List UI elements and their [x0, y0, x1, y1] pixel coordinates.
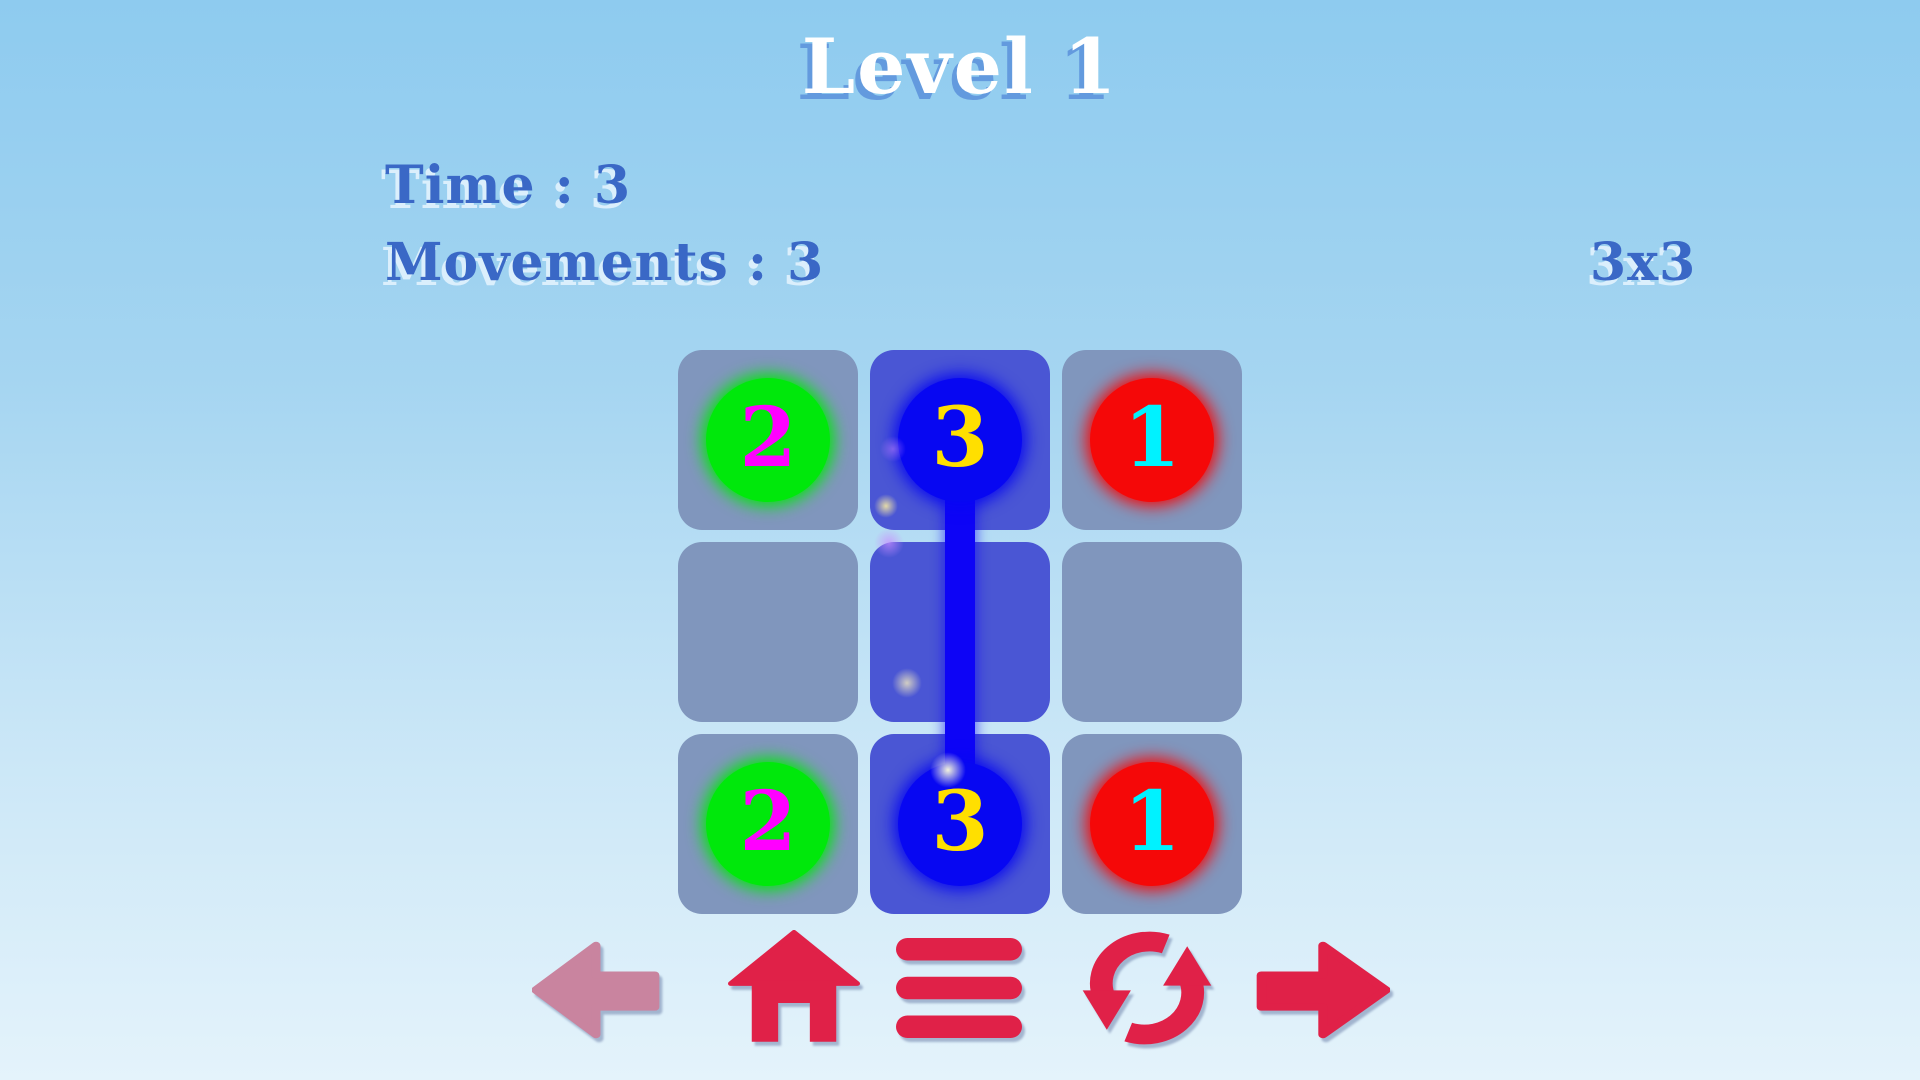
board-cell-r0c1[interactable]: 3: [870, 350, 1050, 530]
time-separator: :: [535, 155, 594, 216]
dot-number: 3: [931, 390, 989, 486]
board-cell-r2c2[interactable]: 1: [1062, 734, 1242, 914]
board-cell-r2c0[interactable]: 2: [678, 734, 858, 914]
bottom-toolbar: [0, 930, 1920, 1050]
restart-button[interactable]: [1080, 930, 1214, 1046]
board-cell-r1c0[interactable]: [678, 542, 858, 722]
movements-stat: Movements : 3: [385, 232, 824, 293]
dot-number: 2: [739, 774, 797, 870]
back-button[interactable]: [532, 937, 660, 1043]
menu-icon: [896, 938, 1022, 1038]
red-dot[interactable]: 1: [1090, 378, 1214, 502]
movements-label: Movements: [385, 232, 729, 293]
movements-value: 3: [787, 232, 825, 293]
board-cell-r0c2[interactable]: 1: [1062, 350, 1242, 530]
blue-dot[interactable]: 3: [898, 762, 1022, 886]
arrow-left-icon: [532, 937, 660, 1043]
board-cell-r1c2[interactable]: [1062, 542, 1242, 722]
home-button[interactable]: [728, 930, 860, 1044]
movements-separator: :: [728, 232, 788, 293]
level-title: Level 1: [801, 22, 1119, 111]
arrow-right-icon: [1256, 937, 1390, 1043]
dot-number: 2: [739, 390, 797, 486]
time-stat: Time : 3: [385, 155, 631, 216]
refresh-icon: [1080, 930, 1214, 1046]
time-value: 3: [593, 155, 632, 216]
next-button[interactable]: [1256, 937, 1390, 1043]
levels-menu-button[interactable]: [896, 938, 1022, 1038]
blue-dot[interactable]: 3: [898, 378, 1022, 502]
red-dot[interactable]: 1: [1090, 762, 1214, 886]
green-dot[interactable]: 2: [706, 762, 830, 886]
dot-number: 1: [1123, 774, 1181, 870]
green-dot[interactable]: 2: [706, 378, 830, 502]
time-label: Time: [385, 155, 536, 216]
dot-number: 1: [1123, 390, 1181, 486]
grid-size-label: 3x3: [1590, 232, 1697, 293]
puzzle-board: 2 3 1 2 3 1: [678, 350, 1242, 914]
board-cell-r0c0[interactable]: 2: [678, 350, 858, 530]
home-icon: [728, 930, 860, 1044]
dot-number: 3: [931, 774, 989, 870]
